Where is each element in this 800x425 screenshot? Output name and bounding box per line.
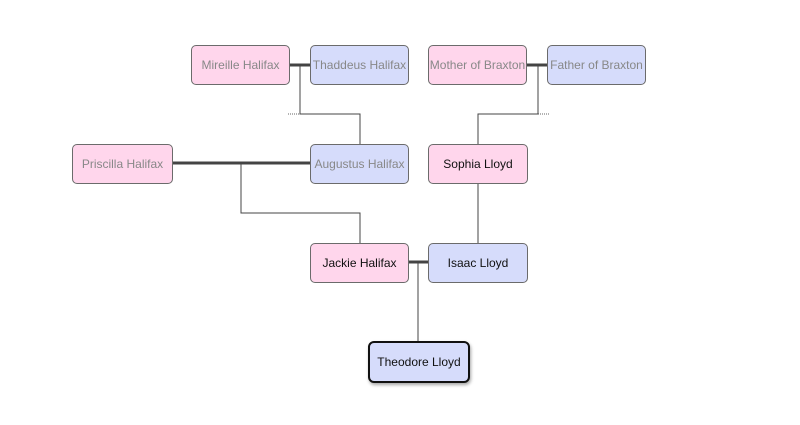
descent-line-sophia — [477, 65, 539, 144]
person-priscilla-halifax[interactable]: Priscilla Halifax — [72, 144, 173, 184]
person-mireille-halifax[interactable]: Mireille Halifax — [191, 45, 290, 85]
person-father-of-braxton[interactable]: Father of Braxton — [547, 45, 646, 85]
descent-line-augustus — [299, 65, 361, 144]
person-sophia-lloyd[interactable]: Sophia Lloyd — [428, 144, 528, 184]
person-isaac-lloyd[interactable]: Isaac Lloyd — [428, 243, 528, 283]
person-thaddeus-halifax[interactable]: Thaddeus Halifax — [310, 45, 409, 85]
descent-line-jackie — [240, 163, 361, 243]
person-jackie-halifax[interactable]: Jackie Halifax — [310, 243, 409, 283]
person-augustus-halifax[interactable]: Augustus Halifax — [310, 144, 409, 184]
person-mother-of-braxton[interactable]: Mother of Braxton — [428, 45, 527, 85]
person-theodore-lloyd[interactable]: Theodore Lloyd — [368, 341, 470, 383]
